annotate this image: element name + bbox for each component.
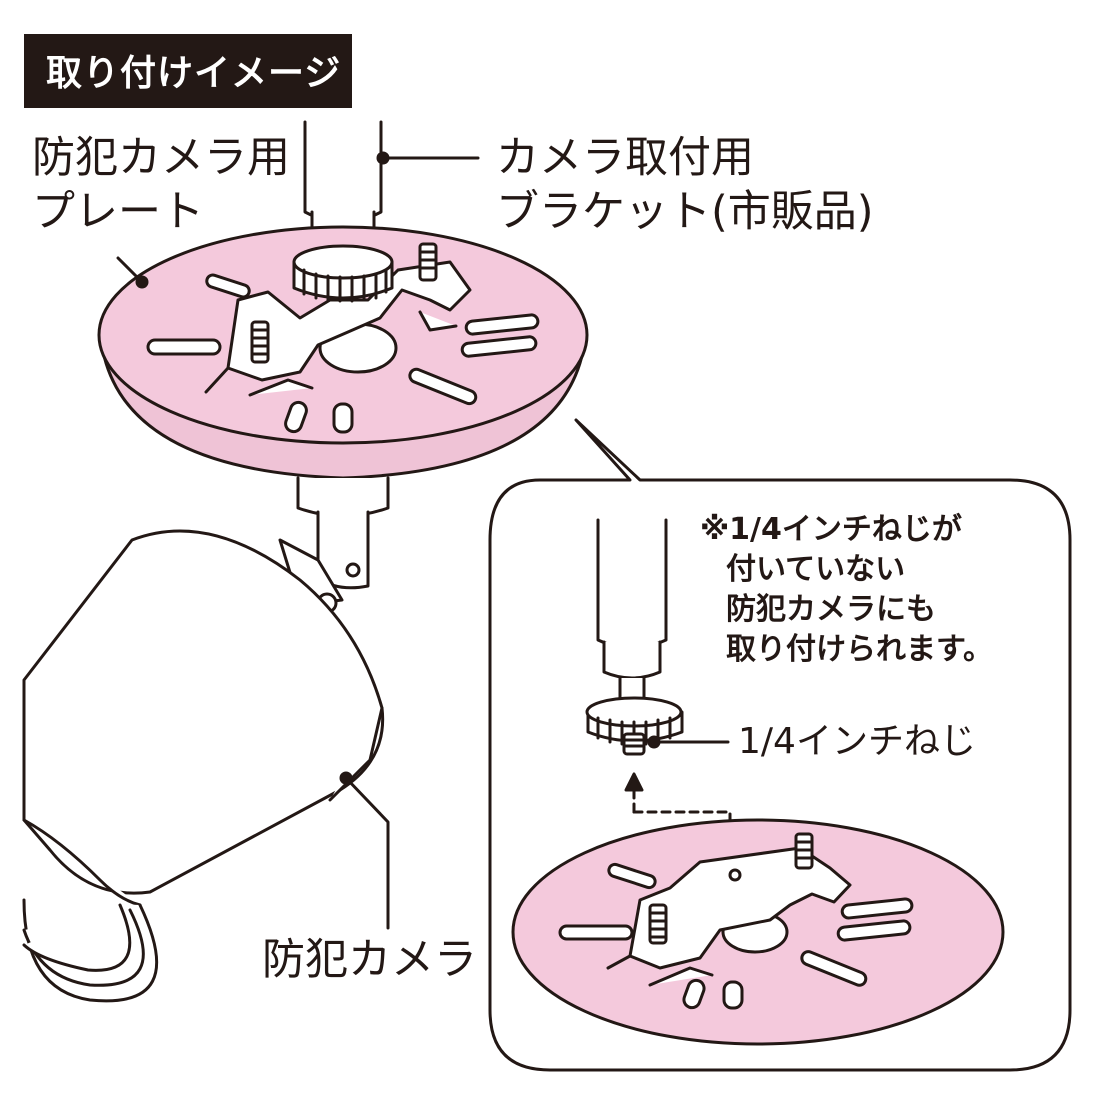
label-screw: 1/4インチねじ xyxy=(738,721,976,762)
label-camera: 防犯カメラ xyxy=(262,935,477,985)
label-bracket-line1: カメラ取付用 xyxy=(496,133,754,183)
note-line4: 取り付けられます。 xyxy=(726,632,993,667)
plate-slots xyxy=(146,273,540,434)
label-plate-line1: 防犯カメラ用 xyxy=(32,133,290,183)
leader-lines xyxy=(116,151,480,930)
note-line3: 防犯カメラにも xyxy=(726,592,936,627)
security-camera xyxy=(22,529,385,1003)
detail-screw-nut xyxy=(585,696,684,756)
note-line2: 付いていない xyxy=(726,552,906,587)
note-line1: ※1/4インチねじが xyxy=(700,512,962,547)
plate-bolts xyxy=(250,242,438,364)
thumb-nut xyxy=(292,244,394,303)
u-bracket xyxy=(204,260,472,397)
detail-u-bracket xyxy=(606,846,852,987)
title-badge xyxy=(24,34,352,108)
detail-pole xyxy=(596,518,668,702)
detail-plate-slots xyxy=(558,862,914,1010)
detail-plate-bolts xyxy=(648,832,814,945)
plate-connector xyxy=(296,476,390,590)
label-bracket-line2: ブラケット(市販品) xyxy=(496,187,874,237)
label-plate-line2: プレート xyxy=(32,187,204,237)
page-title: 取り付けイメージ xyxy=(46,53,342,94)
